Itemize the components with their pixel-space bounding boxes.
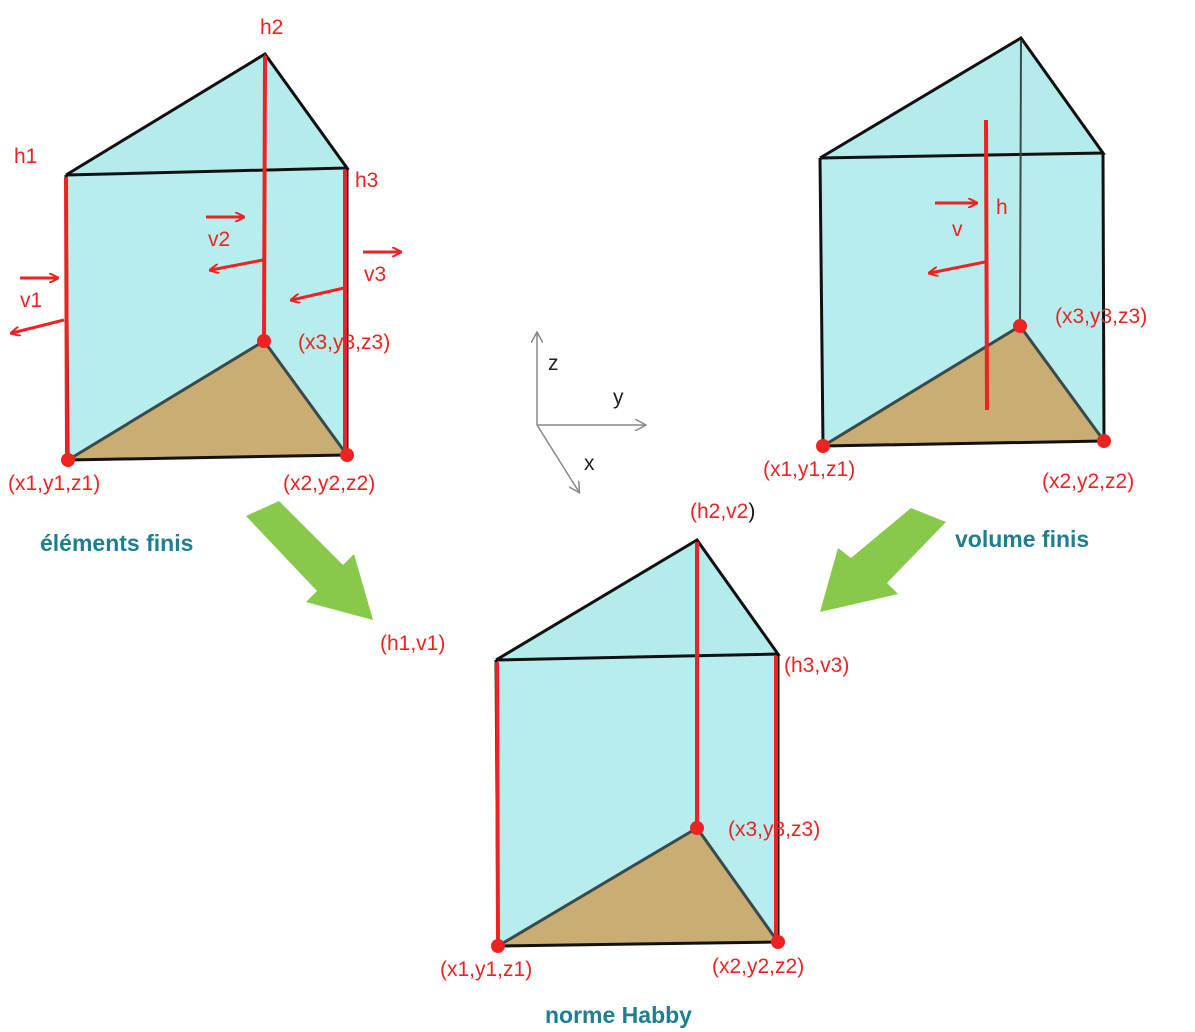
label-point-2: (x2,y2,z2) (712, 955, 804, 978)
label-h1: h1 (14, 145, 37, 168)
caption-finite-elements: éléments finis (40, 530, 193, 556)
label-v3: v3 (364, 263, 386, 286)
prism-face-top (820, 38, 1103, 158)
column-h (984, 119, 989, 411)
prism-base (498, 828, 778, 946)
arrow-v3 (292, 286, 345, 300)
label-point-2: (x2,y2,z2) (1042, 470, 1134, 493)
node-2 (340, 448, 354, 462)
node-2 (771, 935, 785, 949)
label-h3: h3 (355, 169, 378, 192)
label-node-1: (h1,v1) (380, 632, 445, 655)
axis-x (536, 424, 579, 492)
prism-edges (819, 36, 1106, 160)
arrow-v2 (211, 258, 264, 270)
arrow-v (930, 260, 986, 273)
column-h2 (262, 55, 267, 340)
label-h2: h2 (260, 16, 283, 39)
label-point-1: (x1,y1,z1) (440, 958, 532, 981)
node-3 (690, 821, 704, 835)
label-v: v (952, 218, 963, 241)
node-1 (61, 453, 75, 467)
label-point-2: (x2,y2,z2) (283, 472, 375, 495)
arrow-fe-to-habby (246, 501, 373, 620)
label-point-3: (x3,y3,z3) (1055, 305, 1147, 328)
prism-finite-elements: h1 h2 h3 v1 v2 v3 (x1,y1,z1) (x2,y2,z2) … (8, 16, 400, 495)
arrow-vf-to-habby (820, 508, 946, 612)
prism-edges (65, 51, 350, 177)
node-3 (257, 334, 271, 348)
prism-base (823, 326, 1104, 446)
label-node-3: (h3,v3) (784, 654, 849, 677)
node-2 (1097, 434, 1111, 448)
caption-finite-volume: volume finis (955, 526, 1089, 552)
label-node-2: (h2,v2) (690, 500, 755, 523)
label-v2: v2 (208, 228, 230, 251)
column-h1 (64, 176, 69, 459)
prism-face-top (496, 540, 778, 660)
label-point-1: (x1,y1,z1) (8, 472, 100, 495)
prism-habby-norm: (h1,v1) (h2,v2) (h3,v3) (x1,y1,z1) (x2,y… (380, 500, 849, 981)
node-3 (1013, 319, 1027, 333)
prism-base (68, 341, 347, 460)
label-point-3: (x3,y3,z3) (298, 331, 390, 354)
label-point-1: (x1,y1,z1) (763, 458, 855, 481)
caption-habby-norm: norme Habby (545, 1002, 692, 1028)
label-h: h (996, 196, 1008, 219)
arrow-v1 (12, 318, 65, 333)
prism-edges (495, 538, 781, 662)
axis-y-label: y (613, 386, 624, 409)
node-1 (491, 939, 505, 953)
prism-face-top (66, 54, 347, 175)
axis-z-label: z (548, 352, 559, 375)
prism-finite-volume: h v (x1,y1,z1) (x2,y2,z2) (x3,y3,z3) (763, 36, 1147, 493)
label-point-3: (x3,y3,z3) (728, 818, 820, 841)
axis-x-label: x (584, 452, 595, 475)
node-1 (816, 439, 830, 453)
column-1 (495, 661, 500, 945)
coordinate-axes: z y x (537, 333, 645, 492)
label-v1: v1 (20, 289, 42, 312)
